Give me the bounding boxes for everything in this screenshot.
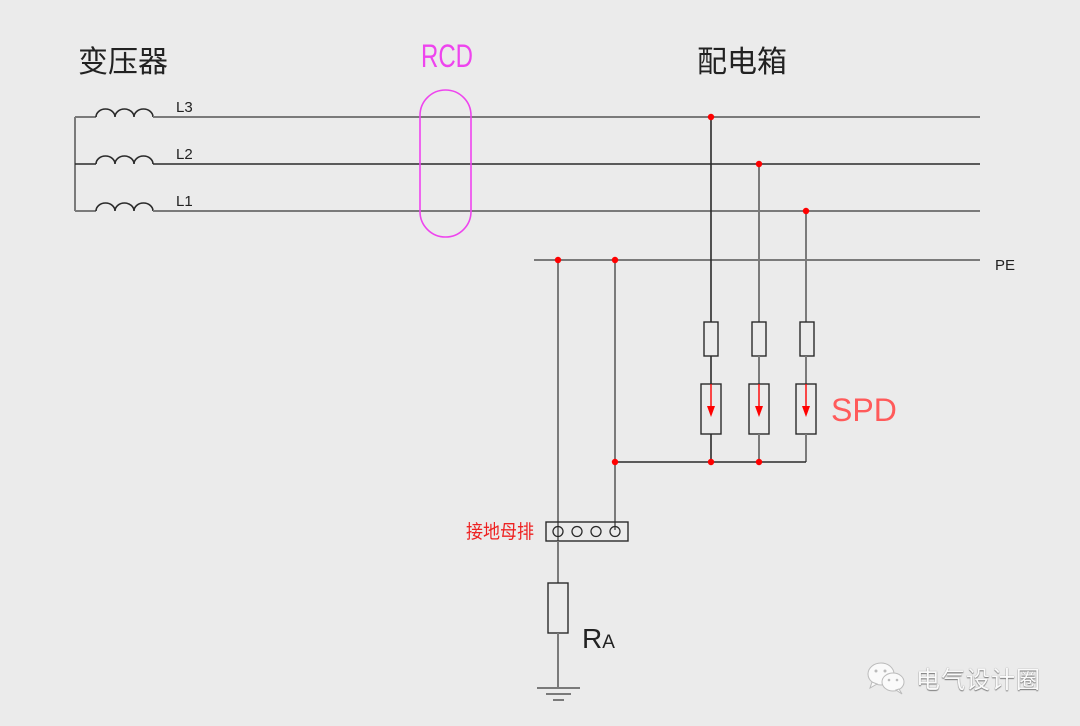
phase-l3: L3 <box>75 99 980 118</box>
spd-l2 <box>748 383 770 435</box>
junction-dot <box>554 256 562 264</box>
junction-dot <box>755 458 763 466</box>
junction-dot <box>611 458 619 466</box>
arrow-down-icon <box>755 406 763 417</box>
busbar-label: 接地母排 <box>466 521 534 543</box>
phase-label-l2: L2 <box>176 146 193 163</box>
phase-label-l3: L3 <box>176 99 193 116</box>
spd-l3 <box>700 383 722 435</box>
spd-label: SPD <box>831 392 897 428</box>
junction-dot <box>707 458 715 466</box>
junction-dot <box>755 160 763 168</box>
ground-icon <box>537 687 580 701</box>
junction-dot <box>611 256 619 264</box>
phase-label-l1: L1 <box>176 193 193 210</box>
watermark: 电气设计圈 <box>866 660 1041 695</box>
transformer-title: 变压器 <box>78 45 168 80</box>
fuse-l3 <box>703 321 719 357</box>
coil-l3-icon <box>95 108 154 118</box>
arrow-down-icon <box>707 406 715 417</box>
junction-dot <box>802 207 810 215</box>
earth-busbar <box>545 521 629 542</box>
arrow-down-icon <box>802 406 810 417</box>
earth-resistor <box>547 582 569 634</box>
wechat-icon <box>867 662 905 694</box>
distribution-box-title: 配电箱 <box>697 45 787 80</box>
spd-l1 <box>795 383 817 435</box>
pe-label: PE <box>995 257 1015 274</box>
fuse-l1 <box>799 321 815 357</box>
rcd-title: RCD <box>421 38 473 74</box>
rcd-symbol <box>419 89 472 238</box>
watermark-text: 电气设计圈 <box>916 666 1041 694</box>
phase-l1: L1 <box>75 193 980 212</box>
resistor-label: RA <box>582 623 615 654</box>
coil-l2-icon <box>95 155 154 165</box>
phase-l2: L2 <box>75 146 980 165</box>
fuse-l2 <box>751 321 767 357</box>
junction-dots <box>554 113 810 466</box>
coil-l1-icon <box>95 202 154 212</box>
junction-dot <box>707 113 715 121</box>
